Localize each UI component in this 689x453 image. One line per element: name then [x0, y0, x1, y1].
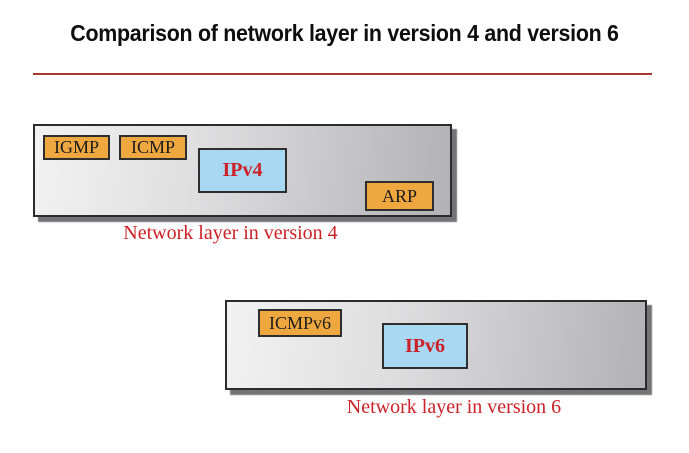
caption-network-layer-v6: Network layer in version 6 — [346, 396, 562, 418]
protocol-box-icmpv6: ICMPv6 — [258, 309, 342, 337]
page-title: Comparison of network layer in version 4… — [70, 20, 619, 46]
protocol-box-igmp: IGMP — [43, 135, 110, 160]
protocol-box-arp: ARP — [365, 181, 434, 211]
protocol-box-ipv6: IPv6 — [382, 323, 468, 369]
caption-network-layer-v4: Network layer in version 4 — [123, 222, 338, 244]
protocol-box-ipv4: IPv4 — [198, 148, 287, 193]
title-divider-line — [33, 73, 652, 75]
network-layer-box-v4: IGMP ICMP IPv4 ARP — [33, 124, 452, 217]
protocol-box-icmp: ICMP — [119, 135, 187, 160]
network-layer-box-v6: ICMPv6 IPv6 — [225, 300, 647, 390]
